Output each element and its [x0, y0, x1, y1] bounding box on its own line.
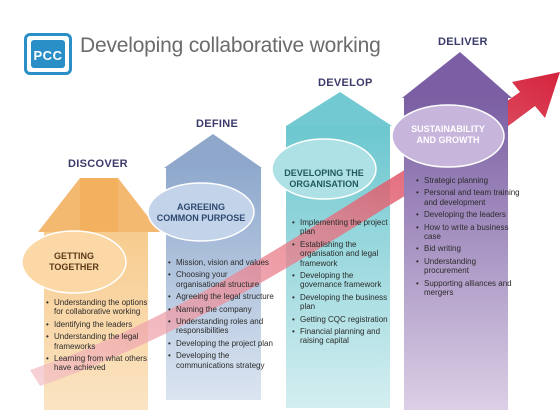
oval-line: SUSTAINABILITY: [411, 124, 485, 134]
oval-line: TOGETHER: [49, 262, 99, 272]
develop-oval: [271, 138, 377, 200]
stage-label-develop: DEVELOP: [318, 77, 373, 89]
deliver-oval: [391, 104, 505, 168]
list-item: How to write a business case: [416, 223, 520, 242]
list-item: Identifying the leaders: [46, 320, 150, 330]
list-item: Supporting alliances and mergers: [416, 279, 520, 298]
list-item: Financial planning and raising capital: [292, 327, 392, 346]
define-oval: [147, 182, 255, 242]
list-item: Strategic planning: [416, 176, 520, 186]
stage-label-define: DEFINE: [196, 118, 239, 130]
list-item: Understanding procurement: [416, 257, 520, 276]
oval-text-deliver: SUSTAINABILITY AND GROWTH: [396, 124, 500, 146]
stage-label-discover: DISCOVER: [68, 158, 128, 170]
list-item: Choosing your organisational structure: [168, 270, 274, 289]
pcc-logo-text: PCC: [31, 40, 65, 68]
bullet-list-define: Mission, vision and values Choosing your…: [168, 258, 274, 373]
bullet-list-develop: Implementing the project plan Establishi…: [292, 218, 392, 349]
bullet-list-discover: Understanding the options for collaborat…: [46, 298, 150, 376]
list-item: Developing the leaders: [416, 210, 520, 220]
bullet-list-deliver: Strategic planning Personal and team tra…: [416, 176, 520, 300]
list-item: Bid writing: [416, 244, 520, 254]
oval-line: ORGANISATION: [289, 179, 359, 189]
oval-line: AGREEING: [176, 202, 225, 212]
oval-text-develop: DEVELOPING THE ORGANISATION: [274, 168, 374, 190]
page-title: Developing collaborative working: [80, 34, 381, 57]
stage-label-deliver: DELIVER: [438, 36, 488, 48]
list-item: Mission, vision and values: [168, 258, 274, 268]
oval-line: AND GROWTH: [416, 135, 480, 145]
oval-line: COMMON PURPOSE: [156, 213, 246, 223]
oval-text-discover: GETTING TOGETHER: [28, 251, 120, 273]
discover-oval: [21, 230, 127, 294]
list-item: Developing the business plan: [292, 293, 392, 312]
list-item: Understanding the options for collaborat…: [46, 298, 150, 317]
list-item: Developing the governance framework: [292, 271, 392, 290]
oval-text-define: AGREEING COMMON PURPOSE: [151, 202, 251, 224]
list-item: Developing the communications strategy: [168, 351, 274, 370]
list-item: Getting CQC registration: [292, 315, 392, 325]
oval-line: GETTING: [54, 251, 94, 261]
list-item: Developing the project plan: [168, 339, 274, 349]
list-item: Personal and team training and developme…: [416, 188, 520, 207]
list-item: Agreeing the legal structure: [168, 292, 274, 302]
list-item: Naming the company: [168, 305, 274, 315]
pcc-logo: PCC: [24, 33, 72, 75]
oval-line: DEVELOPING THE: [284, 168, 364, 178]
list-item: Understanding the legal frameworks: [46, 332, 150, 351]
list-item: Understanding roles and responsibilities: [168, 317, 274, 336]
list-item: Establishing the organisation and legal …: [292, 240, 392, 268]
list-item: Implementing the project plan: [292, 218, 392, 237]
list-item: Learning from what others have achieved: [46, 354, 150, 373]
